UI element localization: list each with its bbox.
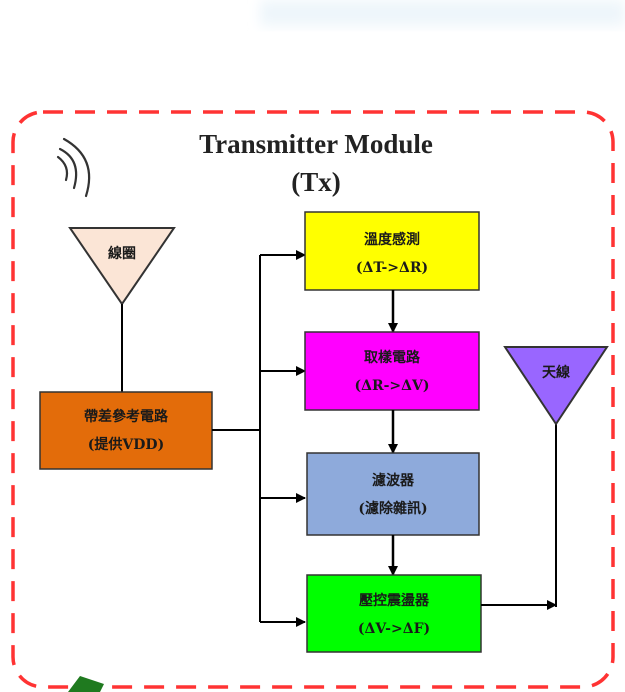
diagram-title-line1: Transmitter Module [199, 129, 433, 159]
block-temperature-sensor-line2: (ΔT->ΔR) [356, 260, 428, 276]
block-sampling-circuit-line2: (ΔR->ΔV) [354, 378, 429, 394]
module-frame [11, 110, 615, 689]
block-temperature-sensor-line1: 溫度感測 [364, 231, 420, 248]
block-filter-line2: (濾除雜訊) [358, 500, 427, 517]
coil-triangle [68, 227, 176, 306]
antenna-triangle [503, 346, 609, 426]
block-temperature-sensor: 溫度感測 (ΔT->ΔR) [304, 211, 480, 291]
reference-block [39, 391, 213, 470]
block-filter-line1: 濾波器 [372, 472, 415, 489]
bottom-green-decoration [68, 676, 104, 692]
block-sampling-circuit: 取樣電路 (ΔR->ΔV) [304, 331, 480, 411]
reference-label-line1: 帶差參考電路 [84, 408, 169, 425]
block-sampling-circuit-line1: 取樣電路 [364, 349, 421, 366]
diagram-title-line2: (Tx) [291, 167, 341, 197]
reference-label-line2: (提供VDD) [88, 436, 164, 453]
top-decoration [260, 0, 625, 26]
wireless-signal-icon [56, 137, 91, 198]
block-filter: 濾波器 (濾除雜訊) [306, 452, 480, 536]
block-vco: 壓控震盪器 (ΔV->ΔF) [306, 574, 482, 653]
antenna-label: 天線 [542, 364, 570, 381]
block-vco-line2: (ΔV->ΔF) [358, 621, 430, 637]
coil-label: 線圈 [108, 245, 136, 262]
block-vco-line1: 壓控震盪器 [359, 592, 430, 609]
